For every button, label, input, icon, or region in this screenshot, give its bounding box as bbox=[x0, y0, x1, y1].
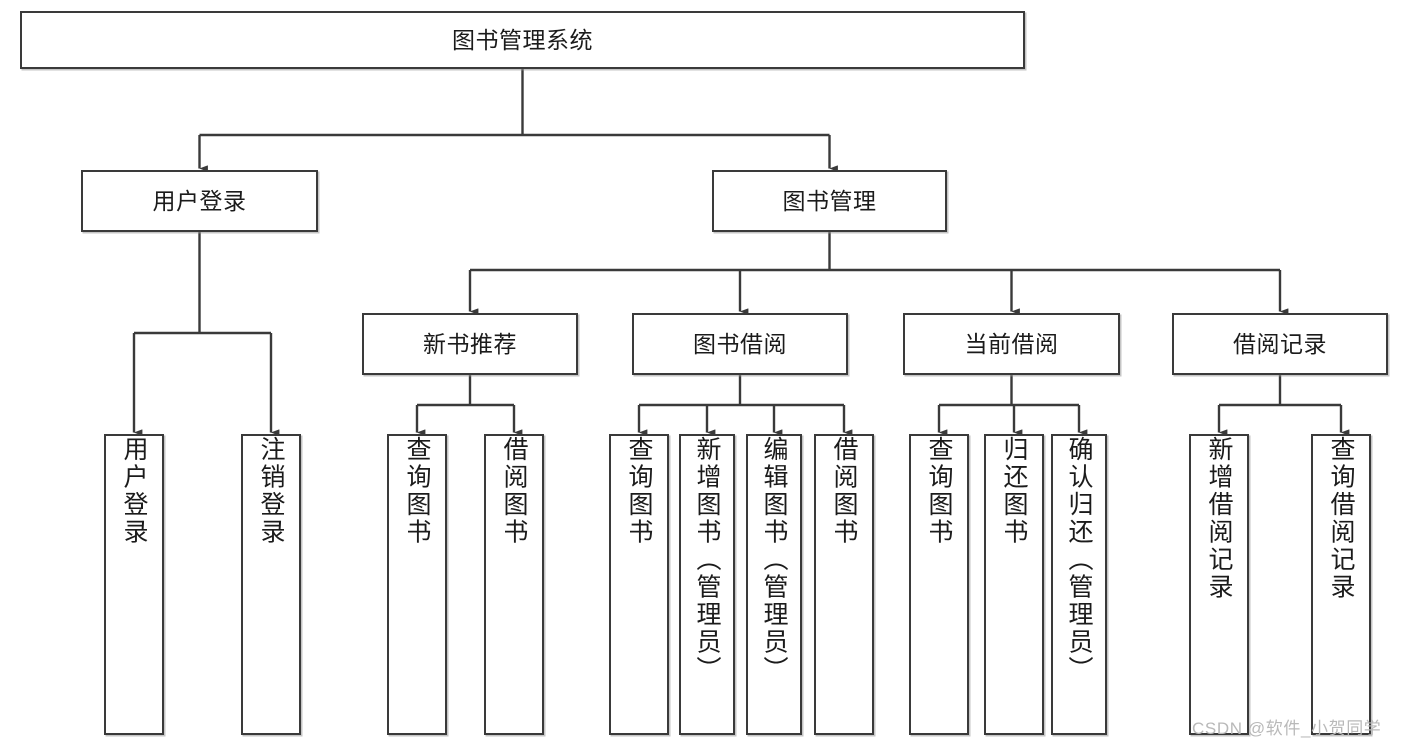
node-label: 新书推荐 bbox=[423, 330, 517, 357]
node-new-book-recommend[interactable]: 新书推荐 bbox=[362, 313, 578, 375]
node-label: 编辑图书（管理员） bbox=[760, 436, 788, 684]
node-label: 当前借阅 bbox=[964, 330, 1059, 357]
node-leaf-add-book-admin[interactable]: 新增图书（管理员） bbox=[679, 434, 735, 735]
node-leaf-borrow-book-1[interactable]: 借阅图书 bbox=[484, 434, 544, 735]
node-label: 用户登录 bbox=[152, 187, 247, 214]
edge-group bbox=[132, 69, 1350, 436]
node-leaf-edit-book-admin[interactable]: 编辑图书（管理员） bbox=[746, 434, 802, 735]
node-leaf-query-borrow-record[interactable]: 查询借阅记录 bbox=[1311, 434, 1371, 735]
node-label: 用户登录 bbox=[120, 436, 148, 546]
node-label: 查询图书 bbox=[403, 436, 431, 546]
node-label: 确认归还（管理员） bbox=[1065, 436, 1093, 684]
node-leaf-borrow-book-2[interactable]: 借阅图书 bbox=[814, 434, 874, 735]
node-root[interactable]: 图书管理系统 bbox=[20, 11, 1025, 69]
node-book-borrow[interactable]: 图书借阅 bbox=[632, 313, 848, 375]
node-user-login[interactable]: 用户登录 bbox=[81, 170, 318, 232]
node-borrow-record[interactable]: 借阅记录 bbox=[1172, 313, 1388, 375]
node-leaf-query-book-1[interactable]: 查询图书 bbox=[387, 434, 447, 735]
node-label: 新增借阅记录 bbox=[1205, 436, 1233, 601]
node-leaf-user-login[interactable]: 用户登录 bbox=[104, 434, 164, 735]
node-label: 归还图书 bbox=[1000, 436, 1028, 546]
node-label: 借阅图书 bbox=[830, 436, 858, 546]
node-label: 查询借阅记录 bbox=[1327, 436, 1355, 601]
node-label: 图书管理 bbox=[782, 187, 877, 214]
node-label: 注销登录 bbox=[257, 436, 285, 546]
node-label: 查询图书 bbox=[625, 436, 653, 546]
node-label: 借阅图书 bbox=[500, 436, 528, 546]
node-leaf-query-book-3[interactable]: 查询图书 bbox=[909, 434, 969, 735]
node-label: 新增图书（管理员） bbox=[693, 436, 721, 684]
node-leaf-return-book[interactable]: 归还图书 bbox=[984, 434, 1044, 735]
node-label: 图书管理系统 bbox=[452, 26, 593, 53]
csdn-watermark: CSDN @软件_小贺同学 bbox=[1192, 719, 1382, 738]
node-label: 图书借阅 bbox=[693, 330, 787, 357]
node-book-manage[interactable]: 图书管理 bbox=[712, 170, 947, 232]
node-label: 查询图书 bbox=[925, 436, 953, 546]
node-leaf-query-book-2[interactable]: 查询图书 bbox=[609, 434, 669, 735]
node-current-borrow[interactable]: 当前借阅 bbox=[903, 313, 1120, 375]
node-leaf-confirm-return-admin[interactable]: 确认归还（管理员） bbox=[1051, 434, 1107, 735]
node-leaf-add-borrow-record[interactable]: 新增借阅记录 bbox=[1189, 434, 1249, 735]
node-label: 借阅记录 bbox=[1233, 330, 1327, 357]
node-leaf-user-logout[interactable]: 注销登录 bbox=[241, 434, 301, 735]
